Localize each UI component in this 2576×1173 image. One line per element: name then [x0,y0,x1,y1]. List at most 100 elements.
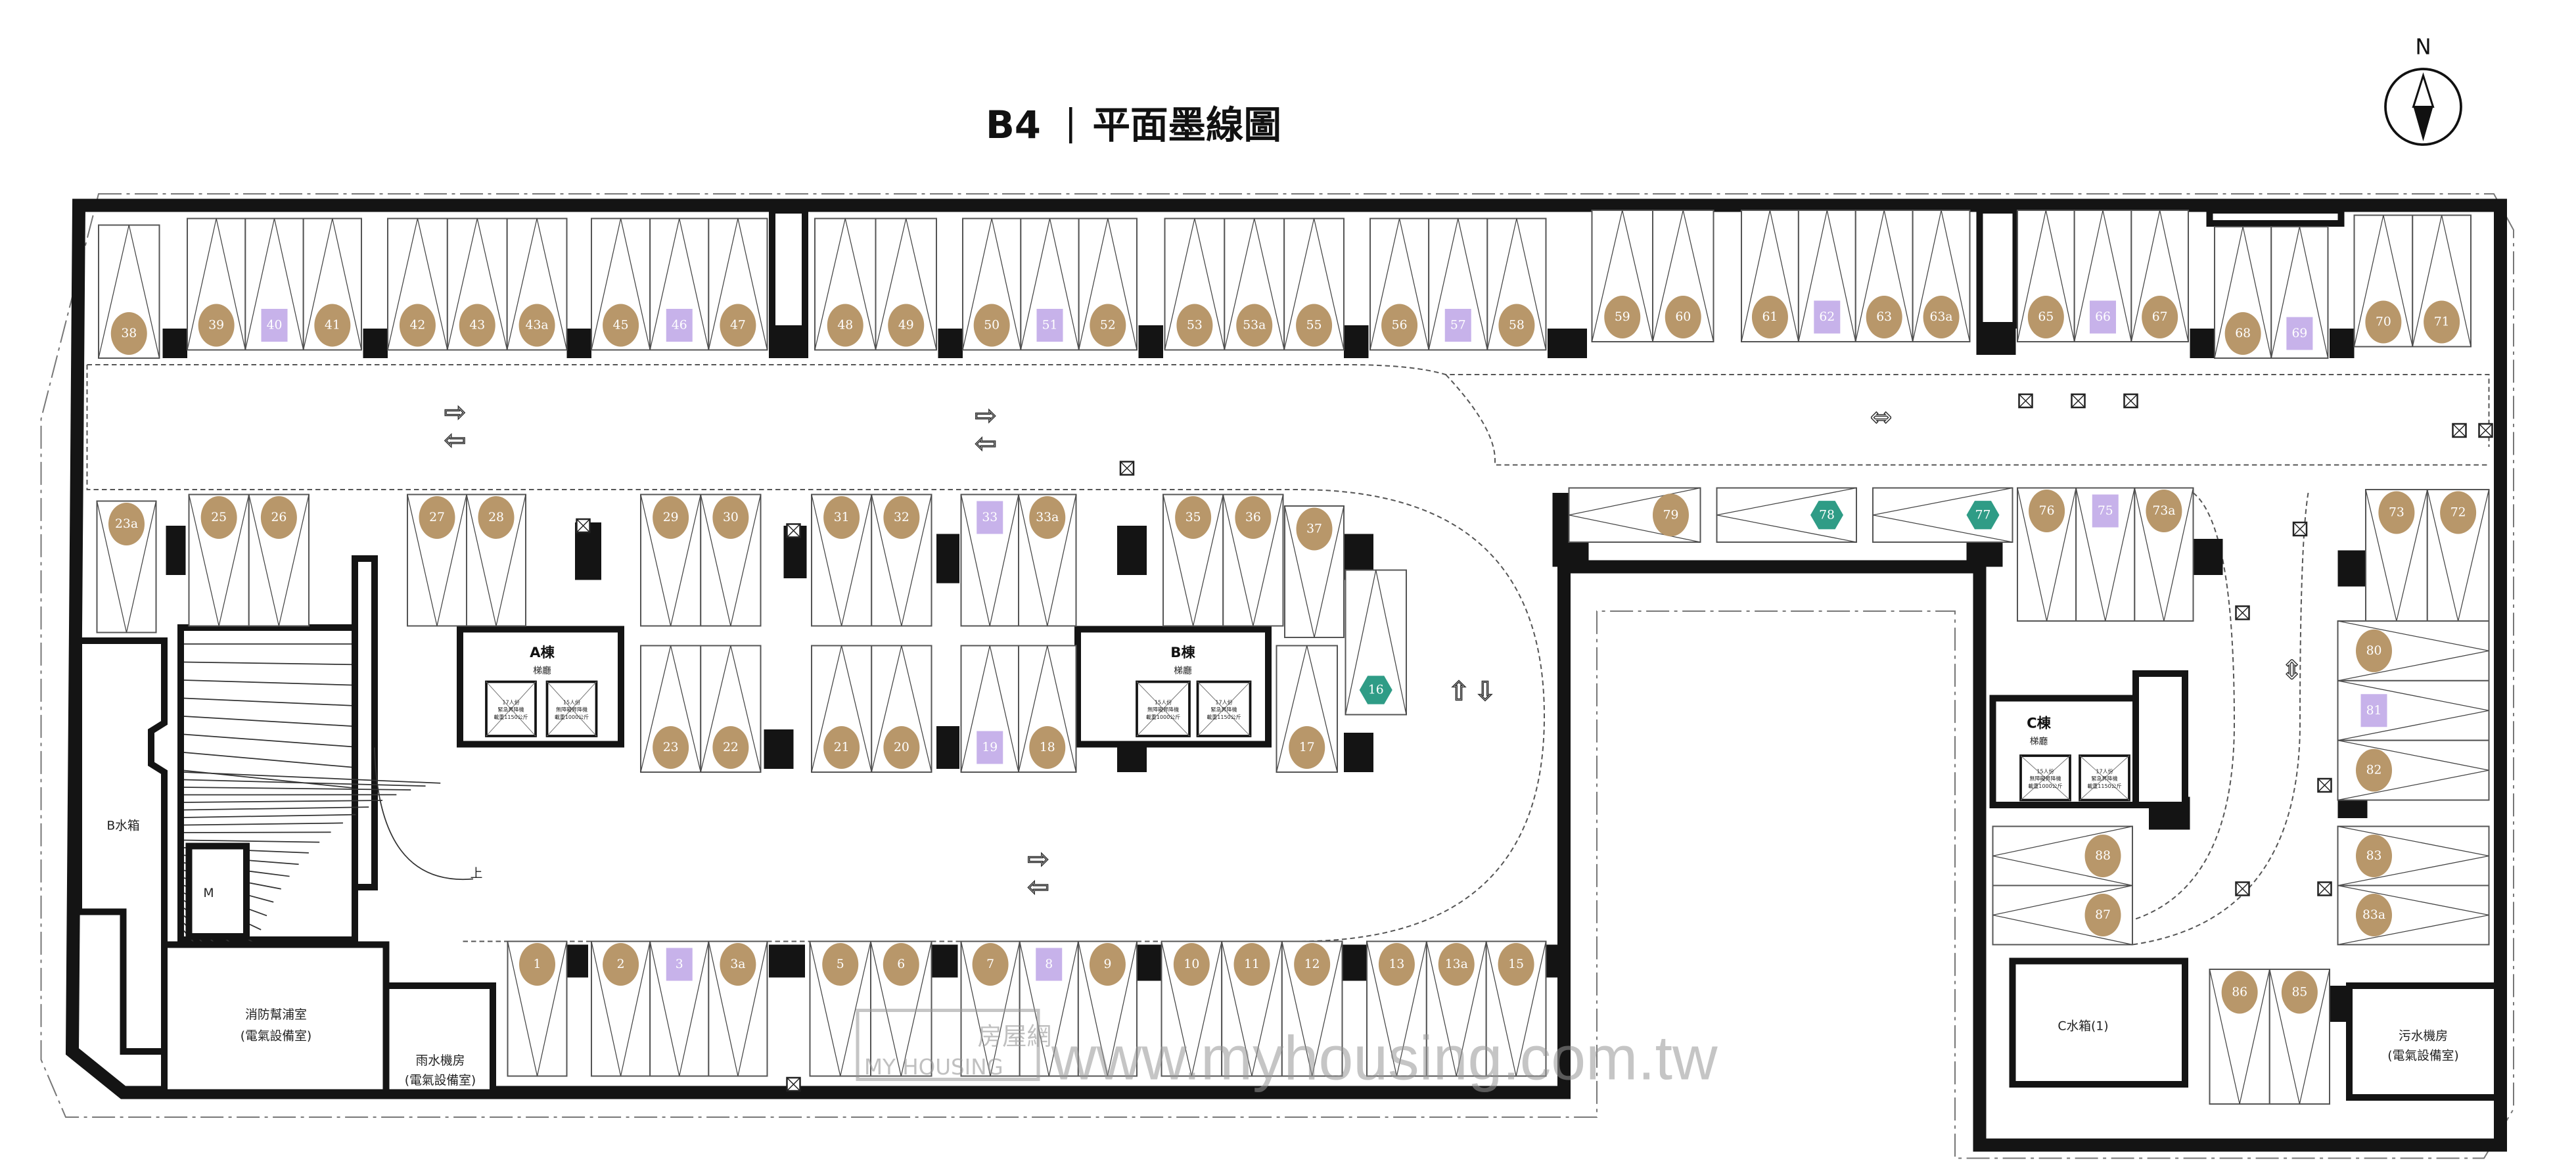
parking-space-60[interactable]: 60 [1652,210,1714,342]
parking-space-number: 15 [1508,957,1524,971]
parking-space-76[interactable]: 76 [2017,487,2077,622]
parking-space-73a[interactable]: 73a [2134,487,2194,622]
core-b: B棟 梯廳 15人份無障礙昇降機載重1000公斤17人份緊急昇降機載重1150公… [1074,626,1272,748]
parking-space-3a[interactable]: 3a [708,940,768,1077]
parking-space-38[interactable]: 38 [98,224,160,359]
parking-space-70[interactable]: 70 [2353,214,2414,348]
parking-space-number: 63 [1876,310,1892,324]
parking-space-63a[interactable]: 63a [1912,210,1971,342]
circle-marker-icon [1381,304,1418,347]
parking-space-43a[interactable]: 43a [506,218,568,351]
parking-space-51[interactable]: 51 [1020,218,1080,351]
parking-space-13a[interactable]: 13a [1425,940,1487,1077]
parking-space-49[interactable]: 49 [875,218,937,351]
parking-space-36[interactable]: 36 [1222,494,1284,627]
parking-space-65[interactable]: 65 [2017,210,2075,342]
parking-space-66[interactable]: 66 [2073,210,2132,342]
parking-space-28[interactable]: 28 [466,494,526,627]
parking-space-23[interactable]: 23 [640,645,702,773]
ramp-step [183,779,426,787]
parking-space-37[interactable]: 37 [1284,505,1345,638]
parking-space-50[interactable]: 50 [962,218,1022,351]
parking-space-41[interactable]: 41 [302,218,363,351]
parking-space-82[interactable]: 82 [2337,739,2490,801]
parking-space-35[interactable]: 35 [1162,494,1224,627]
parking-space-16[interactable]: 16 [1345,569,1407,716]
parking-space-1[interactable]: 1 [507,940,568,1077]
parking-space-10[interactable]: 10 [1161,940,1223,1077]
parking-space-78[interactable]: 78 [1716,487,1857,543]
parking-space-58[interactable]: 58 [1486,218,1547,351]
parking-space-67[interactable]: 67 [2130,210,2190,342]
ramp-step [183,814,356,818]
parking-space-59[interactable]: 59 [1591,210,1653,342]
parking-space-45[interactable]: 45 [591,218,651,351]
parking-space-85[interactable]: 85 [2268,969,2330,1105]
parking-space-22[interactable]: 22 [700,645,762,773]
parking-space-12[interactable]: 12 [1281,940,1343,1077]
circle-marker-icon [1438,943,1475,986]
parking-space-83[interactable]: 83 [2337,825,2490,886]
parking-space-75[interactable]: 75 [2075,487,2136,622]
parking-space-47[interactable]: 47 [708,218,768,351]
elevator-label: 15人份 [1155,699,1172,705]
circle-marker-icon [1498,943,1534,986]
parking-space-17[interactable]: 17 [1276,645,1338,773]
parking-space-56[interactable]: 56 [1369,218,1430,351]
parking-space-72[interactable]: 72 [2426,489,2490,622]
parking-space-20[interactable]: 20 [871,645,932,773]
parking-space-57[interactable]: 57 [1428,218,1488,351]
parking-space-73[interactable]: 73 [2365,489,2428,622]
parking-space-9[interactable]: 9 [1077,940,1138,1077]
parking-space-33[interactable]: 33 [960,494,1019,627]
parking-space-26[interactable]: 26 [248,494,310,627]
parking-space-32[interactable]: 32 [871,494,932,627]
parking-space-86[interactable]: 86 [2209,969,2270,1105]
parking-space-25[interactable]: 25 [188,494,250,627]
parking-space-53[interactable]: 53 [1164,218,1226,351]
parking-space-83a[interactable]: 83a [2337,885,2490,946]
parking-space-46[interactable]: 46 [649,218,710,351]
parking-space-80[interactable]: 80 [2337,620,2490,681]
parking-space-43[interactable]: 43 [446,218,508,351]
elevator-label: 載重1150公斤 [1207,714,1241,720]
core-c-name: C棟 [2027,715,2052,732]
parking-space-53a[interactable]: 53a [1224,218,1285,351]
parking-space-69[interactable]: 69 [2270,226,2329,359]
parking-space-48[interactable]: 48 [814,218,877,351]
parking-space-18[interactable]: 18 [1018,645,1077,773]
parking-space-40[interactable]: 40 [244,218,304,351]
parking-space-13[interactable]: 13 [1366,940,1427,1077]
parking-space-42[interactable]: 42 [387,218,448,351]
parking-space-61[interactable]: 61 [1741,210,1799,342]
parking-space-2[interactable]: 2 [591,940,651,1077]
ramp-step [183,733,352,748]
title-level: B4 [986,103,1041,147]
parking-space-52[interactable]: 52 [1078,218,1138,351]
parking-space-71[interactable]: 71 [2412,214,2472,348]
parking-space-77[interactable]: 77 [1872,487,2013,543]
parking-space-88[interactable]: 88 [1992,825,2133,886]
parking-space-39[interactable]: 39 [187,218,246,351]
parking-space-79[interactable]: 79 [1568,487,1701,543]
parking-space-62[interactable]: 62 [1797,210,1856,342]
parking-space-68[interactable]: 68 [2214,226,2272,359]
parking-space-63[interactable]: 63 [1854,210,1914,342]
parking-space-27[interactable]: 27 [407,494,467,627]
parking-space-81[interactable]: 81 [2337,679,2490,741]
parking-space-3[interactable]: 3 [649,940,710,1077]
parking-space-55[interactable]: 55 [1283,218,1345,351]
parking-space-11[interactable]: 11 [1221,940,1283,1077]
parking-space-23a[interactable]: 23a [96,500,157,633]
parking-space-21[interactable]: 21 [811,645,873,773]
parking-space-30[interactable]: 30 [700,494,762,627]
parking-space-29[interactable]: 29 [640,494,702,627]
parking-space-33a[interactable]: 33a [1018,494,1077,627]
parking-space-87[interactable]: 87 [1992,885,2133,946]
parking-space-31[interactable]: 31 [811,494,873,627]
circle-marker-icon [973,304,1010,347]
parking-space-19[interactable]: 19 [960,645,1019,773]
parking-space-15[interactable]: 15 [1485,940,1547,1077]
ramp-step [183,822,343,826]
